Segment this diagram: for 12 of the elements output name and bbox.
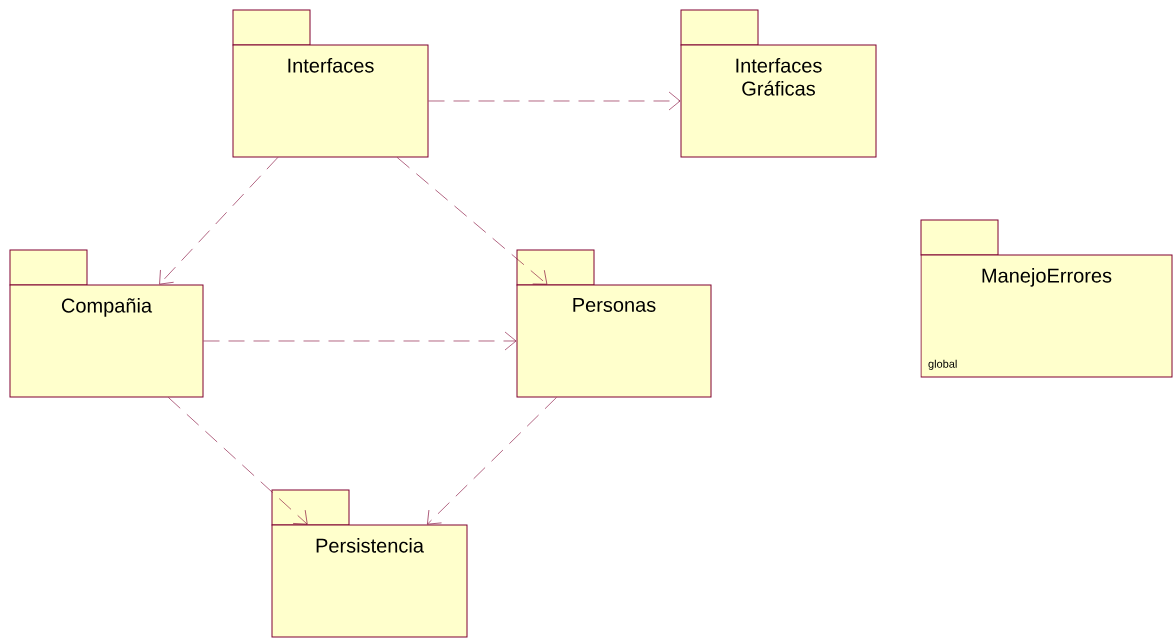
dependency-arrow — [159, 157, 279, 285]
dependency-arrow — [168, 397, 308, 525]
package-box: Interfaces — [232, 9, 429, 158]
package-box: Interfaces Gráficas — [680, 9, 877, 158]
dependency-arrow — [396, 157, 548, 285]
package-box: Persistencia — [271, 489, 468, 638]
dependency-arrow — [428, 91, 681, 111]
dependency-arrow — [427, 397, 557, 525]
package-box: Compañia — [9, 249, 204, 398]
package-box: ManejoErrores global — [920, 219, 1173, 378]
dependency-arrow — [203, 331, 517, 351]
package-box: Personas — [516, 249, 712, 398]
